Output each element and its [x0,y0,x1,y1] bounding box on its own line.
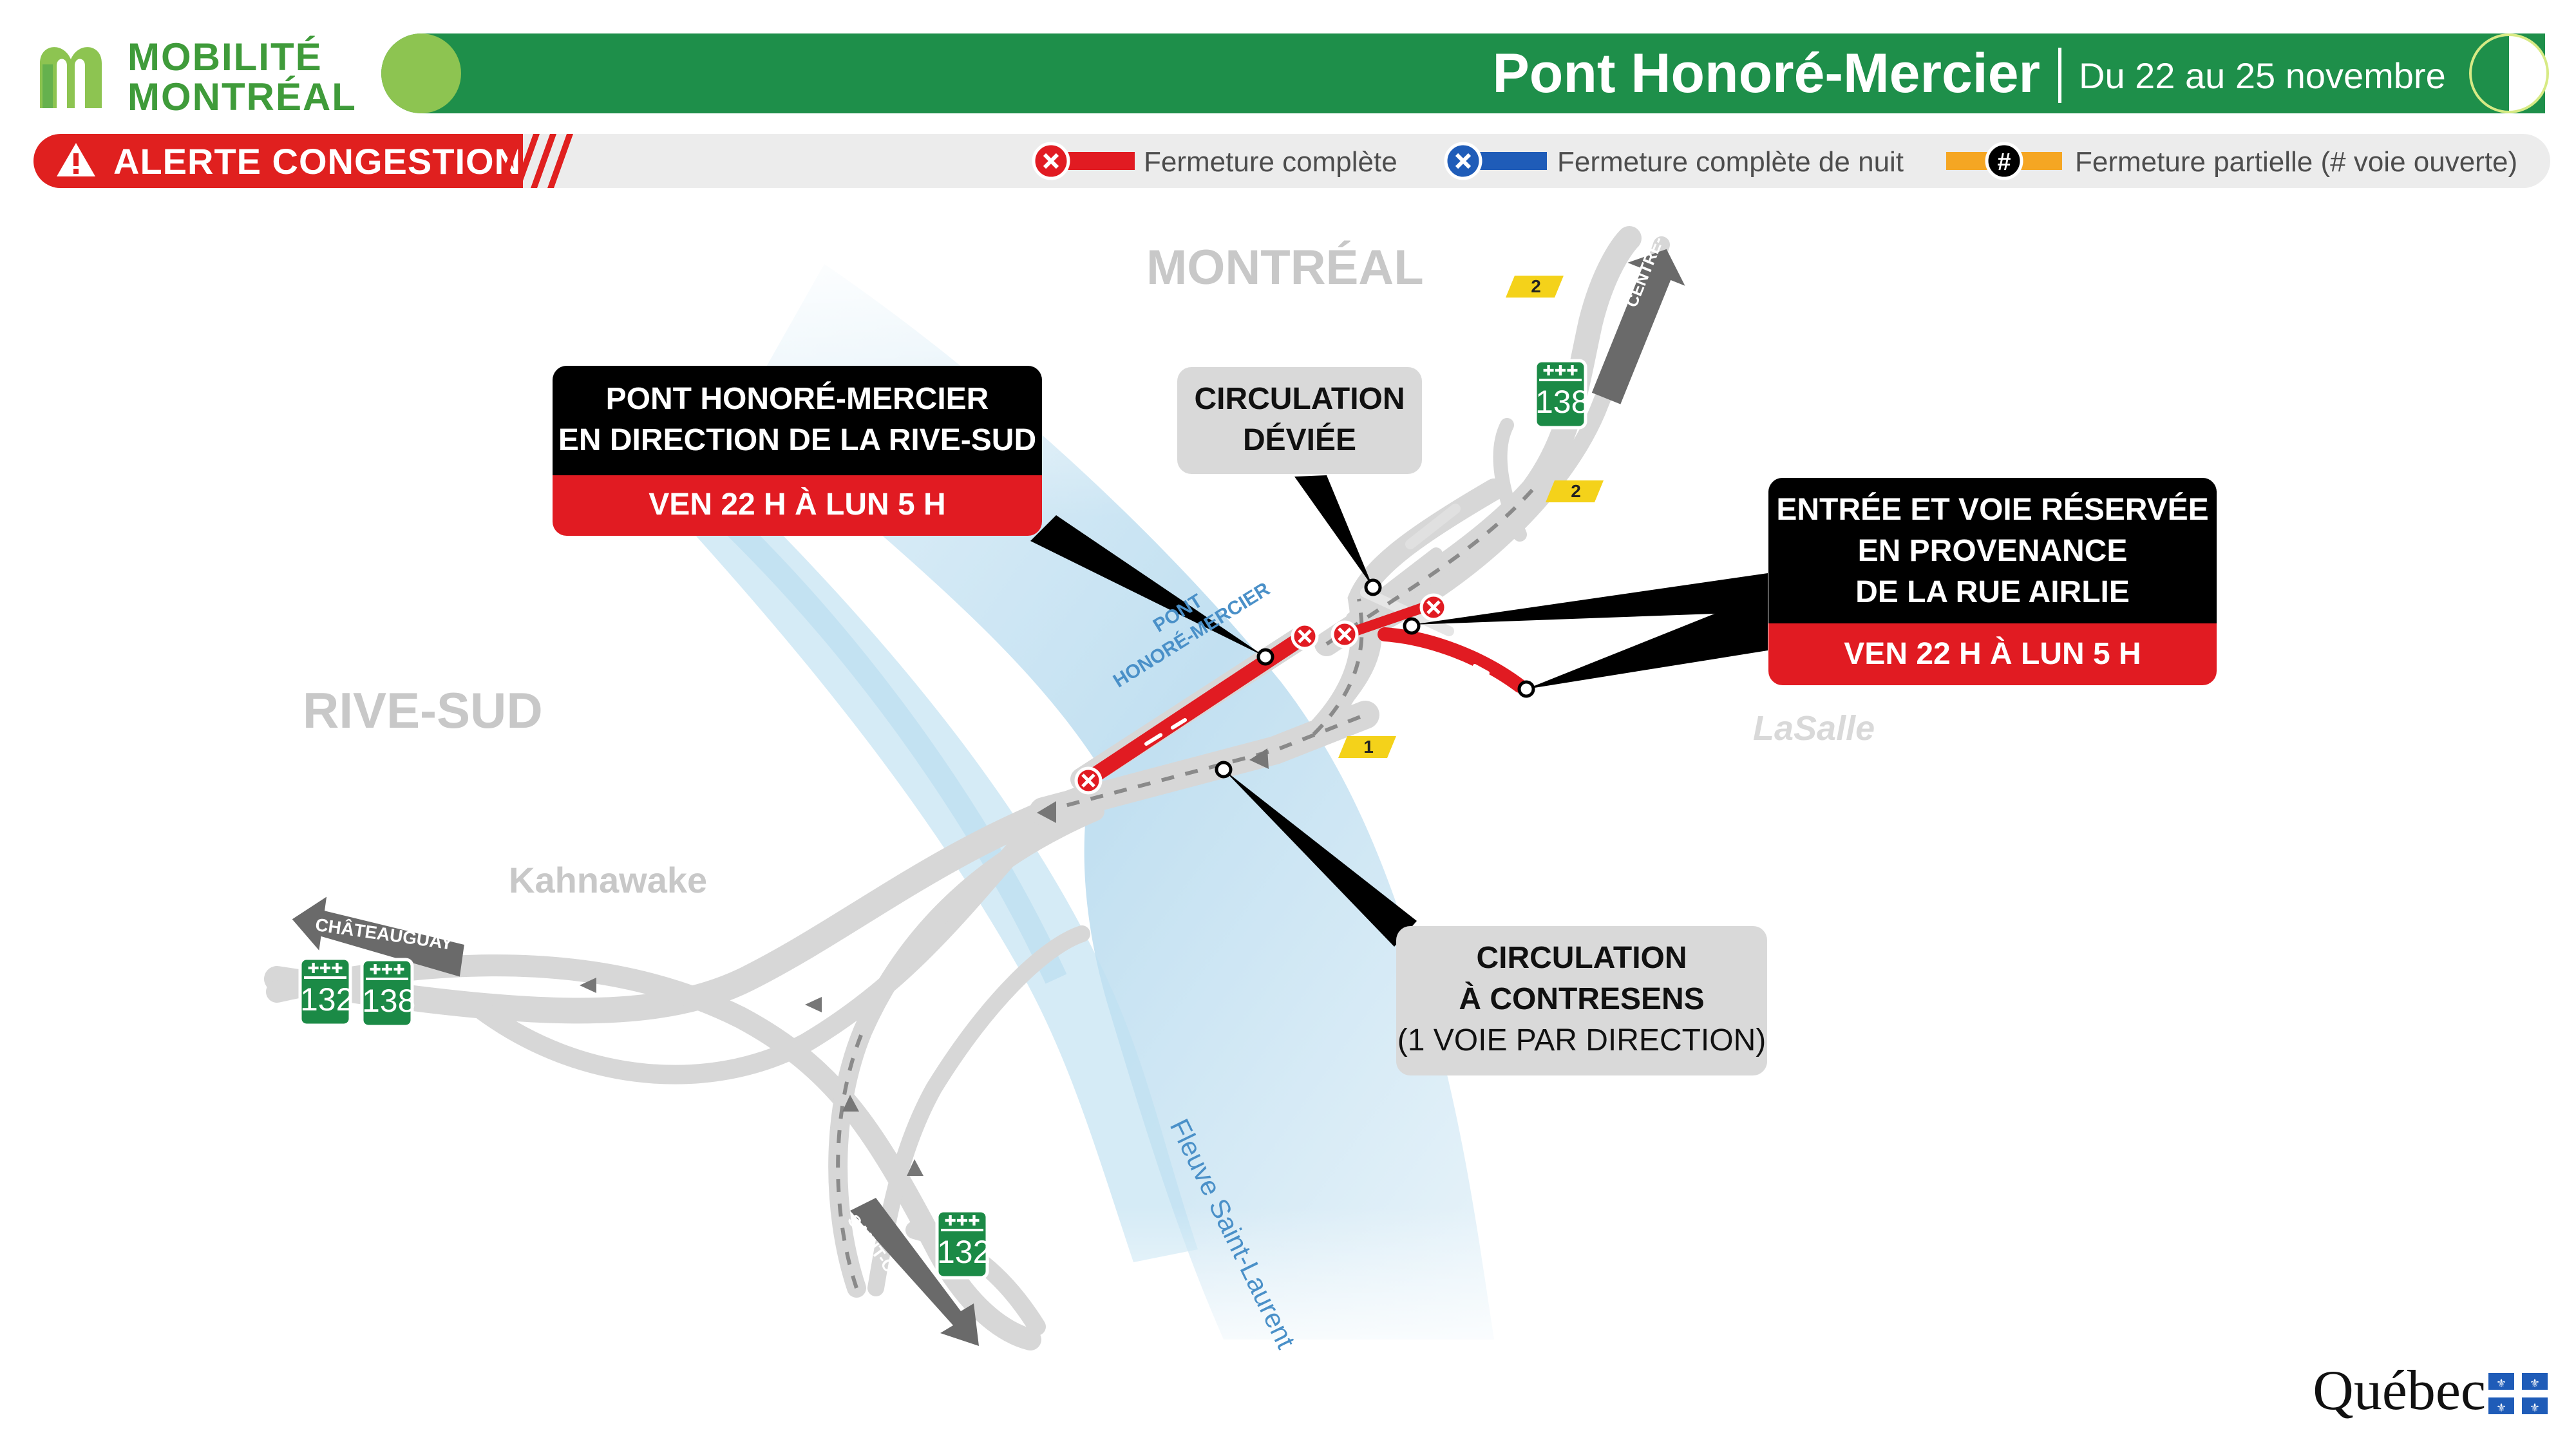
title-divider [2058,48,2061,103]
callout-contraflow-line3: (1 VOIE PAR DIRECTION) [1397,1023,1766,1057]
route-138-number-top: 138 [1535,384,1589,420]
callout-contraflow-line2: À CONTRESENS [1459,982,1705,1016]
place-kahnawake: Kahnawake [509,860,708,900]
callout-airlie-title: ENTRÉE ET VOIE RÉSERVÉE EN PROVENANCE DE… [1768,478,2217,625]
callout-bridge-line2: EN DIRECTION DE LA RIVE-SUD [558,423,1037,457]
lane-markings [836,488,1535,1289]
alert-label: ALERTE CONGESTION [113,141,522,182]
legend-partial-closure-icon: # [1946,142,2062,180]
legend-night-closure-label: Fermeture complète de nuit [1557,146,1904,178]
callout-bridge-line1: PONT HONORÉ-MERCIER [605,382,989,416]
legend-partial-closure-label: Fermeture partielle (# voie ouverte) [2075,146,2518,178]
mobilite-montreal-logo-icon [40,47,102,108]
title-bar-end-circle-icon [2469,33,2549,113]
lane-badge-lower: 1 [1363,737,1374,757]
callout-detour: CIRCULATION DÉVIÉE [1177,367,1422,474]
date-range: Du 22 au 25 novembre [2079,55,2446,96]
legend-night-closure-icon [1444,142,1547,180]
quebec-logo-text: Québec [2313,1359,2486,1422]
svg-text:⚜: ⚜ [2496,1377,2506,1390]
warning-icon [57,143,95,176]
brand-line-1: MOBILITÉ [128,35,323,79]
direction-arrow-saint-constant [850,1198,979,1346]
legend-full-closure-label: Fermeture complète [1144,146,1397,178]
brand-line-2: MONTRÉAL [128,75,357,118]
lane-badges-shapes [1338,276,1604,758]
direction-arrow-chateauguay [292,896,464,977]
callout-airlie-line1: ENTRÉE ET VOIE RÉSERVÉE [1776,493,2209,527]
pointer-dots [1215,578,1535,779]
callout-airlie-line2: EN PROVENANCE [1857,534,2128,568]
x-circle-icon [1419,593,1448,621]
route-132-shield-left: ✚✚✚ [298,956,352,1027]
svg-text:⚜: ⚜ [2496,1401,2506,1414]
svg-text:⚜: ⚜ [2530,1401,2540,1414]
route-132-number-bottom: 132 [937,1234,991,1270]
callout-contraflow-line1: CIRCULATION [1476,941,1687,975]
route-132-number-left: 132 [300,981,354,1018]
svg-text:✚✚✚: ✚✚✚ [944,1213,980,1229]
brand-wordmark: MOBILITÉ MONTRÉAL [128,37,357,117]
callout-bridge-time: VEN 22 H À LUN 5 H [553,475,1042,536]
alert-badge [33,134,523,188]
route-shields: ✚✚✚ ✚✚✚ ✚✚✚ ✚✚✚ [298,359,1587,1280]
lane-badge-middle: 2 [1571,481,1581,501]
callout-detour-line1: CIRCULATION [1194,382,1405,416]
svg-text:✚✚✚: ✚✚✚ [307,960,343,976]
direction-arrows [580,748,1269,1176]
road-main-ramp [264,786,1095,1024]
x-circle-icon [1074,766,1103,795]
callout-airlie-time: VEN 22 H À LUN 5 H [1768,623,2217,685]
x-circle-icon [1331,620,1359,649]
quebec-flag-icon: ⚜ ⚜ ⚜ ⚜ [2488,1373,2548,1414]
route-138-shield-left: ✚✚✚ [360,958,414,1028]
place-montreal: MONTRÉAL [1146,240,1424,295]
place-rive-sud: RIVE-SUD [303,682,543,739]
route-132-shield-bottom: ✚✚✚ [935,1209,989,1280]
direction-arrow-centre-ville [1591,249,1685,404]
svg-text:✚✚✚: ✚✚✚ [369,961,404,978]
svg-text:⚜: ⚜ [2530,1377,2540,1390]
closure-markers [1074,593,1448,795]
callout-detour-line2: DÉVIÉE [1242,423,1357,457]
legend-full-closure-icon [1032,142,1135,180]
lane-badge-top: 2 [1531,276,1541,296]
callout-bridge-title: PONT HONORÉ-MERCIER EN DIRECTION DE LA R… [553,366,1042,477]
page-title: Pont Honoré-Mercier [1492,43,2040,104]
svg-text:✚✚✚: ✚✚✚ [1542,363,1578,379]
x-circle-icon [1291,622,1319,650]
place-lasalle: LaSalle [1753,709,1875,748]
callout-airlie-line3: DE LA RUE AIRLIE [1855,575,2130,609]
svg-text:#: # [1997,149,2011,176]
route-138-shield-top: ✚✚✚ [1533,359,1587,430]
route-138-number-left: 138 [362,983,416,1019]
title-bar-circle-icon [381,33,461,113]
closure-airlie-entrance [1378,627,1527,693]
callout-contraflow: CIRCULATION À CONTRESENS (1 VOIE PAR DIR… [1396,926,1767,1075]
title-bar [381,33,2545,113]
callout-pointers [1030,475,1768,947]
alert-stripes-icon [497,134,573,188]
